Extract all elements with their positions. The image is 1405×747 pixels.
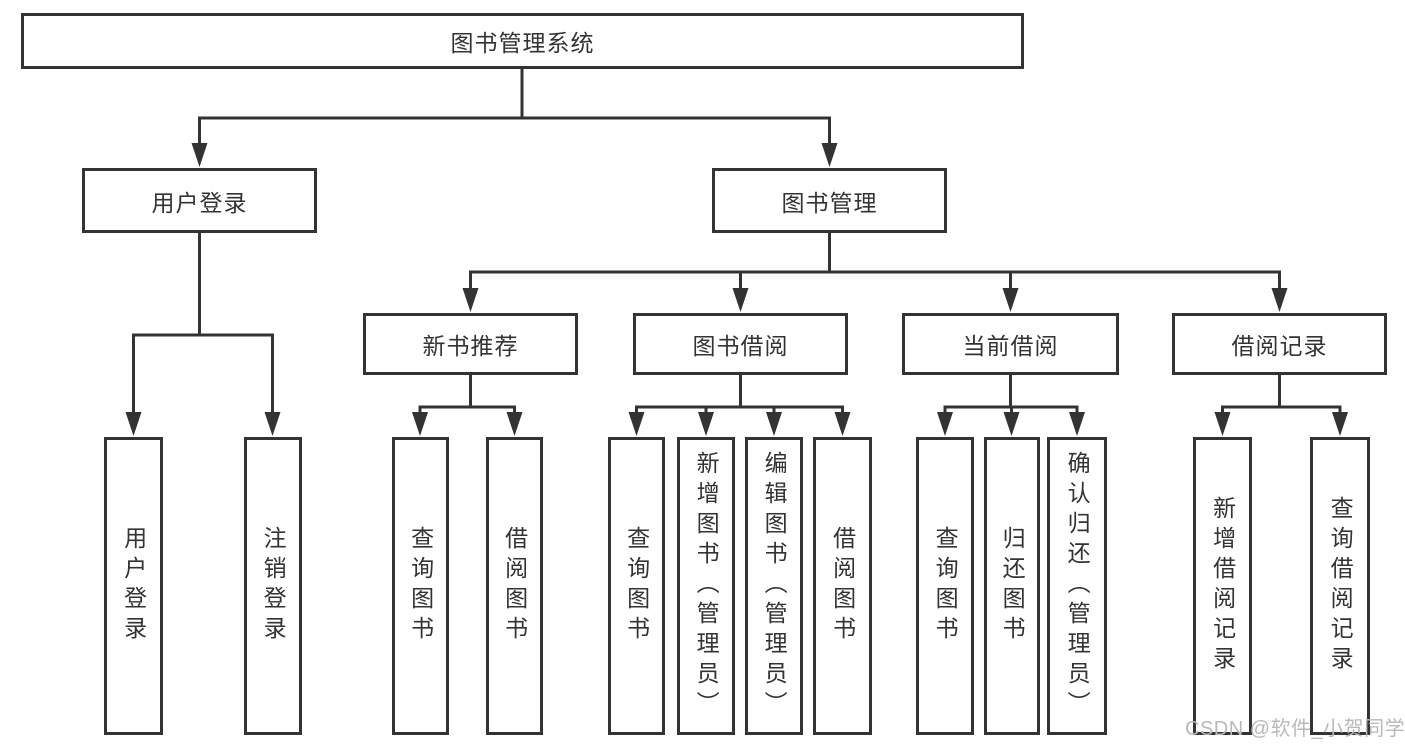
connector-current-to-leaves (937, 375, 1085, 436)
leaf-query-borrow-record: 查询借阅记录 (1310, 437, 1370, 735)
leaf-label: 用户登录 (120, 526, 147, 646)
leaf-label: 归还图书 (999, 526, 1026, 646)
arrow-down-icon (506, 412, 523, 436)
connector-record-to-leaves (1214, 375, 1348, 436)
leaf-edit-books-admin: 编辑图书（管理员） (745, 437, 803, 735)
arrow-down-icon (1271, 288, 1288, 312)
arrow-down-icon (834, 412, 851, 436)
arrow-down-icon (412, 412, 428, 436)
arrow-down-icon (766, 412, 782, 436)
node-label: 新书推荐 (422, 333, 519, 359)
node-book-management: 图书管理 (712, 168, 947, 233)
node-current-borrowing: 当前借阅 (902, 313, 1119, 375)
leaf-label: 查询图书 (623, 526, 650, 646)
leaf-label: 确认归还（管理员） (1064, 451, 1091, 721)
leaf-label: 新增图书（管理员） (693, 451, 720, 721)
node-root-system: 图书管理系统 (21, 13, 1024, 69)
node-label: 借阅记录 (1231, 333, 1328, 359)
node-new-book-recommend: 新书推荐 (363, 313, 578, 375)
leaf-borrow-books: 借阅图书 (813, 437, 872, 735)
node-label: 图书管理 (781, 189, 878, 216)
arrow-down-icon (264, 412, 281, 436)
watermark: CSDN @软件_小贺同学 (1185, 718, 1405, 740)
node-borrowing-records: 借阅记录 (1172, 313, 1387, 375)
connector-mgmt-to-level3 (462, 233, 1288, 312)
arrow-down-icon (1003, 412, 1020, 436)
leaf-query-books: 查询图书 (916, 437, 974, 735)
arrow-down-icon (462, 288, 479, 312)
leaf-add-borrow-record: 新增借阅记录 (1193, 437, 1252, 735)
arrow-down-icon (1069, 412, 1085, 436)
arrow-down-icon (732, 288, 749, 312)
leaf-label: 查询借阅记录 (1327, 496, 1354, 676)
leaf-user-login: 用户登录 (104, 437, 163, 735)
leaf-borrow-books: 借阅图书 (486, 437, 543, 735)
connector-root-to-level2 (191, 69, 838, 167)
leaf-label: 编辑图书（管理员） (761, 451, 788, 721)
arrow-down-icon (628, 412, 645, 436)
leaf-query-books: 查询图书 (608, 437, 665, 735)
node-label: 图书借阅 (692, 333, 789, 359)
node-label: 用户登录 (151, 189, 248, 216)
arrow-down-icon (1214, 412, 1231, 436)
leaf-return-books: 归还图书 (984, 437, 1040, 735)
node-label: 当前借阅 (962, 333, 1059, 359)
arrow-down-icon (1002, 288, 1019, 312)
leaf-query-books: 查询图书 (392, 437, 449, 735)
connector-newbook-to-leaves (412, 375, 523, 436)
leaf-label: 查询图书 (407, 526, 434, 646)
arrow-down-icon (191, 143, 208, 167)
leaf-label: 注销登录 (260, 526, 287, 646)
arrow-down-icon (1332, 412, 1348, 436)
arrow-down-icon (937, 412, 953, 436)
node-book-borrowing: 图书借阅 (633, 313, 848, 375)
connector-borrow-to-leaves (628, 375, 851, 436)
arrow-down-icon (125, 412, 142, 436)
arrow-down-icon (821, 143, 838, 167)
leaf-add-books-admin: 新增图书（管理员） (677, 437, 735, 735)
connector-login-to-leaves (125, 233, 281, 436)
leaf-label: 查询图书 (932, 526, 959, 646)
node-root-label: 图书管理系统 (450, 30, 595, 56)
leaf-label: 新增借阅记录 (1209, 496, 1236, 676)
leaf-label: 借阅图书 (829, 526, 856, 646)
leaf-label: 借阅图书 (501, 526, 528, 646)
leaf-logout: 注销登录 (244, 437, 302, 735)
arrow-down-icon (698, 412, 714, 436)
node-user-login: 用户登录 (82, 168, 317, 233)
leaf-confirm-return-admin: 确认归还（管理员） (1047, 437, 1107, 735)
